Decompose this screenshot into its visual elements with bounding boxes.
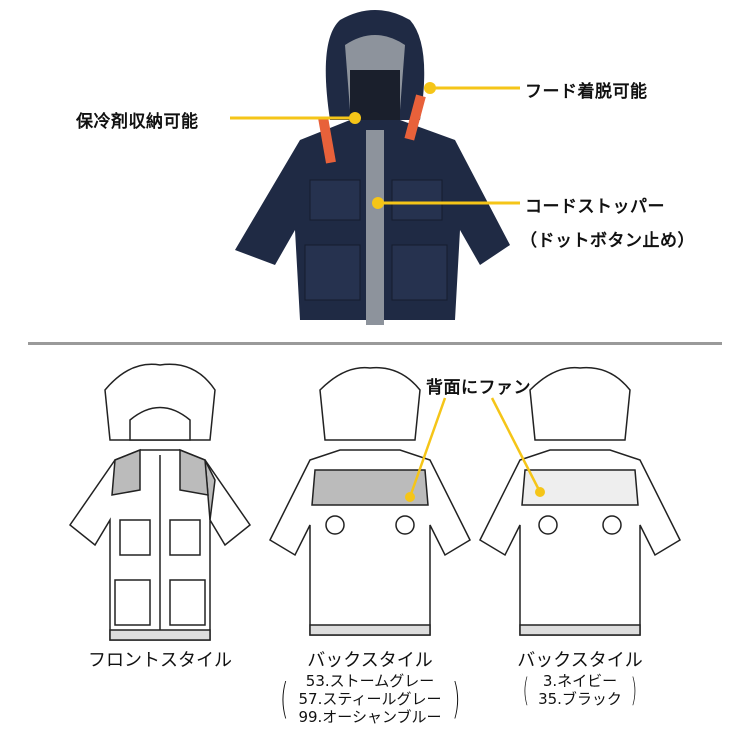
section-divider	[28, 342, 722, 345]
paren-close: )	[631, 671, 638, 709]
color-option: 53.ストームグレー	[305, 672, 435, 690]
fan-callout-lines	[405, 397, 545, 502]
callout-lines	[230, 82, 520, 209]
cold-pack-storage-label: 保冷剤収納可能	[76, 112, 199, 132]
color-option: 3.ネイビー	[542, 672, 618, 690]
back-style-label-2: バックスタイル	[517, 650, 643, 671]
paren-close: )	[451, 674, 460, 723]
back-style-drawing-1	[269, 366, 471, 636]
back-style-label-1: バックスタイル	[307, 650, 433, 671]
color-option: 35.ブラック	[538, 690, 622, 708]
front-style-label: フロントスタイル	[88, 650, 232, 671]
color-option: 57.スティールグレー	[298, 690, 442, 708]
paren-open: (	[522, 671, 529, 709]
front-style-drawing	[68, 363, 252, 641]
color-list-1: ( 53.ストームグレー 57.スティールグレー 99.オーシャンブルー )	[276, 672, 464, 726]
paren-open: (	[280, 674, 289, 723]
cord-stopper-note: （ドットボタン止め）	[520, 231, 695, 251]
cord-stopper-label: コードストッパー	[525, 197, 665, 217]
color-option: 99.オーシャンブルー	[298, 708, 442, 726]
back-style-drawing-2	[479, 366, 681, 636]
hood-detachable-label: フード着脱可能	[525, 82, 648, 102]
color-list-2: ( 3.ネイビー 35.ブラック )	[520, 672, 641, 708]
fan-on-back-label: 背面にファン	[426, 378, 531, 398]
